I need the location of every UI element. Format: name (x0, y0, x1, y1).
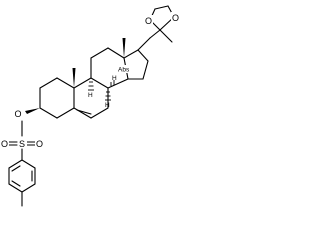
ring-c (90, 47, 129, 89)
c19-methyl-wedge (72, 68, 76, 88)
dioxolane-ring (149, 5, 175, 31)
abs-stereo-label: Abs (118, 67, 130, 74)
c14-hash (105, 91, 111, 101)
sulfonyl-oxygen-left-label: O (1, 139, 8, 149)
c8-hash (110, 80, 115, 86)
c9-hydrogen-label: H (88, 92, 93, 99)
molecule-diagram: O S O O O O H H H H Abs (0, 5, 180, 207)
ketal-methyl-bond (159, 29, 173, 43)
ring-d (123, 49, 149, 80)
c8-hydrogen-label: H (112, 75, 117, 82)
c9-hash (88, 81, 94, 91)
dioxolane-oxygen-b-label: O (172, 13, 179, 23)
sulfur-label: S (19, 139, 25, 149)
ester-oxygen-label: O (15, 109, 22, 119)
ketal-link (149, 29, 161, 39)
c18-methyl-wedge (122, 38, 126, 58)
structure-svg: O S O O O O H H H H Abs (0, 5, 180, 207)
c14-hydrogen-label: H (105, 102, 110, 109)
toluene-ring (8, 159, 36, 193)
dioxolane-oxygen-a-label: O (145, 16, 152, 26)
ring-a (39, 77, 75, 119)
sulfonyl-oxygen-right-label: O (36, 139, 43, 149)
c3-oxygen-wedge (25, 108, 40, 114)
c5-c6-double-bond (76, 109, 92, 115)
c17-ketal-bond (137, 37, 151, 51)
